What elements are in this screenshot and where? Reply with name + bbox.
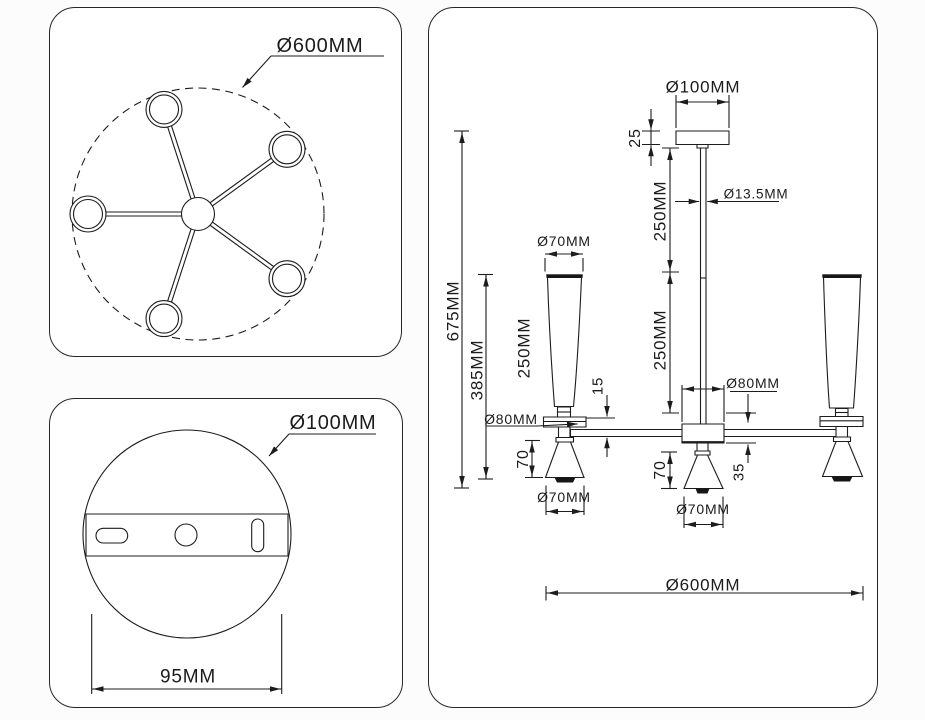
hub-height-label: 35 bbox=[730, 462, 748, 482]
top-view-panel: Ø600MM bbox=[49, 7, 402, 357]
shade-height-label: 250MM bbox=[514, 317, 534, 379]
center-lamp bbox=[684, 443, 723, 494]
top-view-hub bbox=[182, 198, 215, 231]
dimension-lines bbox=[454, 95, 863, 601]
left-cone-height-label: 70 bbox=[515, 449, 532, 469]
ceiling-canopy bbox=[676, 131, 729, 145]
arm-hub-diameter-label: Ø80MM bbox=[484, 411, 538, 427]
canopy-height-label: 25 bbox=[627, 128, 644, 148]
arm-tube-label: 15 bbox=[589, 376, 607, 396]
center-hub-diameter-label: Ø80MM bbox=[726, 375, 780, 391]
upper-rod-length-label: 250MM bbox=[650, 180, 670, 242]
center-cone-height-label: 70 bbox=[652, 460, 669, 480]
top-view-diameter-label: Ø600MM bbox=[276, 35, 364, 57]
mounting-plate-drawing bbox=[50, 399, 401, 706]
mounting-bracket bbox=[86, 514, 288, 556]
side-view-drawing bbox=[429, 8, 876, 706]
mounting-slot-right bbox=[252, 519, 264, 552]
overall-diameter-label: Ø600MM bbox=[665, 575, 741, 595]
fixture-body bbox=[544, 131, 864, 494]
lamp-section-height-label: 385MM bbox=[467, 339, 487, 401]
top-view-drawing bbox=[50, 8, 400, 355]
canopy-diameter-label: Ø100MM bbox=[665, 77, 741, 97]
side-view-panel: Ø100MM 25 250MM Ø13.5MM 250MM 675MM 385M… bbox=[428, 7, 878, 708]
overall-height-label: 675MM bbox=[443, 280, 463, 342]
mounting-plate-panel: Ø100MM 95MM bbox=[49, 398, 403, 708]
center-cone-diameter-label: Ø70MM bbox=[676, 501, 730, 517]
center-hub bbox=[682, 424, 724, 443]
top-view-lamps bbox=[70, 91, 305, 336]
right-lamp bbox=[820, 274, 863, 482]
center-hole bbox=[175, 524, 197, 546]
left-lamp bbox=[544, 274, 587, 483]
left-cone-diameter-label: Ø70MM bbox=[537, 489, 591, 505]
slot-spacing-label: 95MM bbox=[160, 666, 216, 688]
plate-diameter-label: Ø100MM bbox=[289, 412, 377, 434]
rod-diameter-label: Ø13.5MM bbox=[723, 186, 789, 202]
mounting-slot-left bbox=[96, 528, 128, 543]
shade-top-diameter-label: Ø70MM bbox=[537, 233, 591, 249]
lower-rod-length-label: 250MM bbox=[650, 309, 670, 371]
